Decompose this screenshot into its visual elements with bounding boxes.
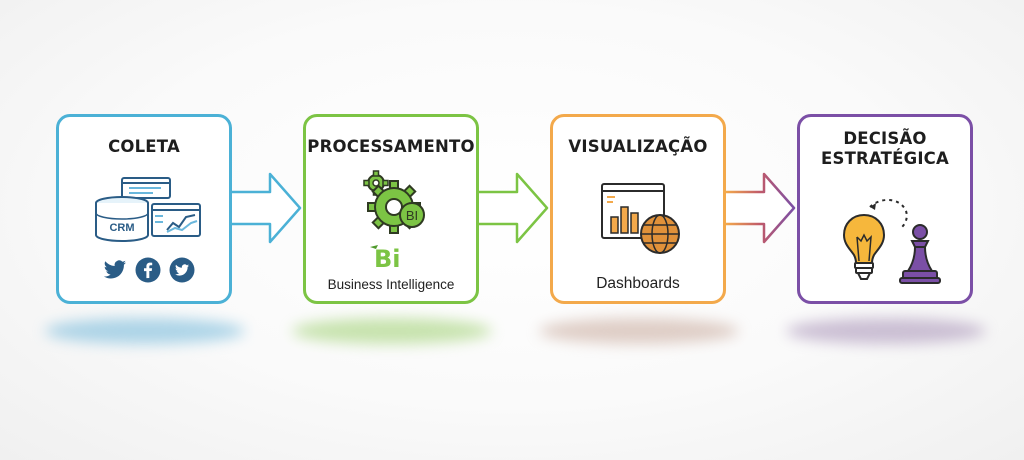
browser-window-icon (121, 177, 171, 199)
card-shadow (539, 318, 739, 344)
card-shadow (292, 318, 492, 344)
facebook-icon (135, 257, 161, 283)
gears-icon: BI (363, 170, 425, 234)
bi-logo-icon: Bi (370, 245, 401, 271)
chess-pawn-icon (899, 224, 941, 284)
step-decisao-card: DECISÃO ESTRATÉGICA (797, 114, 973, 304)
step-coleta-card: COLETA CRM (56, 114, 232, 304)
step-caption: Dashboards (596, 275, 680, 292)
globe-icon (640, 214, 680, 254)
bi-badge-label: BI (406, 208, 418, 223)
step-title: DECISÃO ESTRATÉGICA (800, 129, 970, 169)
flow-arrow (726, 172, 796, 244)
step-processamento-card: PROCESSAMENTO (303, 114, 479, 304)
card-shadow (786, 318, 986, 344)
step-title: VISUALIZAÇÃO (568, 137, 708, 156)
step-caption: Business Intelligence (327, 277, 455, 292)
crm-label: CRM (109, 222, 134, 234)
lightbulb-icon (842, 213, 886, 280)
dotted-arrow-icon (869, 199, 908, 228)
flow-arrow (479, 172, 549, 244)
line-chart-window-icon (151, 203, 201, 237)
twitter-icon (103, 260, 126, 279)
step-visualizacao-card: VISUALIZAÇÃO Dashboards (550, 114, 726, 304)
bi-logo-text: Bi (374, 245, 401, 271)
twitter-icon (169, 257, 195, 283)
step-title-line1: DECISÃO (843, 129, 927, 148)
step-title-line2: ESTRATÉGICA (821, 149, 949, 168)
flow-arrow (232, 172, 302, 244)
card-shadow (45, 318, 245, 344)
database-icon: CRM (95, 196, 149, 242)
step-title: PROCESSAMENTO (307, 137, 475, 156)
step-title: COLETA (108, 137, 180, 156)
